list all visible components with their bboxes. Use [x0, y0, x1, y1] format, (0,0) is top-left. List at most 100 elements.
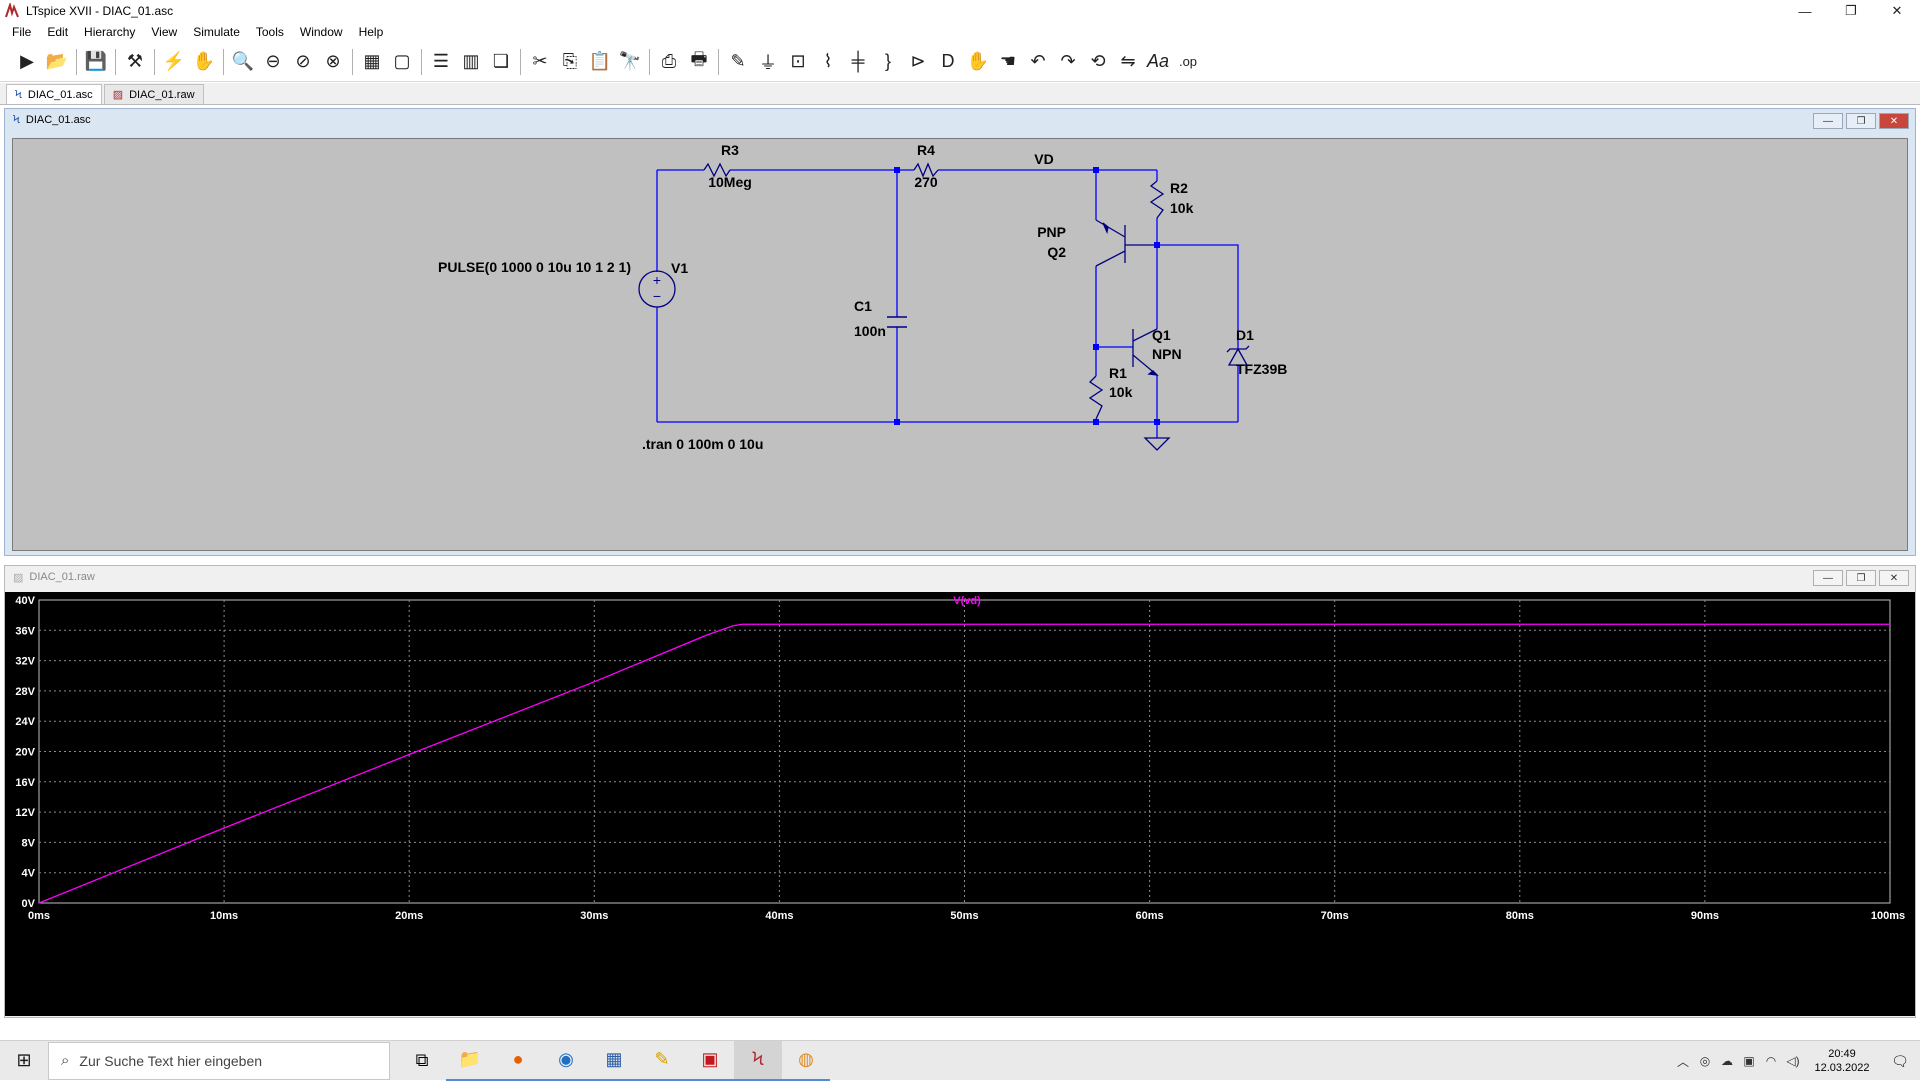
acrobat-icon[interactable]: ▣: [686, 1041, 734, 1081]
q2-type: PNP: [1037, 224, 1066, 240]
zoom-out-icon[interactable]: ⊖: [265, 51, 281, 71]
cloud-icon[interactable]: ☁: [1721, 1054, 1733, 1068]
y-tick-label: 16V: [15, 777, 35, 789]
copy-icon[interactable]: ⎘: [562, 51, 578, 71]
spice-directive-icon[interactable]: .op: [1178, 54, 1198, 69]
menu-view[interactable]: View: [151, 25, 178, 39]
notification-icon[interactable]: 🗨: [1891, 1052, 1909, 1069]
file-explorer-icon[interactable]: 📁: [446, 1041, 494, 1081]
q2-pnp-transistor[interactable]: [1095, 219, 1157, 267]
y-tick-label: 36V: [15, 625, 35, 637]
calculator-icon[interactable]: ▦: [590, 1041, 638, 1081]
diode-icon[interactable]: ⊳: [910, 51, 926, 71]
paint-icon[interactable]: ◍: [782, 1041, 830, 1081]
x-tick-label: 10ms: [210, 910, 238, 922]
text-icon[interactable]: Aa: [1146, 51, 1170, 71]
task-view-icon[interactable]: ⧉: [415, 1050, 429, 1070]
menu-window[interactable]: Window: [299, 25, 343, 39]
pan-icon[interactable]: ✋: [192, 51, 216, 71]
maximize-button[interactable]: ❐: [1845, 3, 1857, 18]
menu-tools[interactable]: Tools: [255, 25, 284, 39]
wifi-icon[interactable]: ◠: [1765, 1054, 1777, 1068]
v1-label: V1: [671, 260, 688, 276]
capacitor-icon[interactable]: ╪: [851, 51, 865, 71]
schematic-minimize-button[interactable]: —: [1813, 113, 1843, 129]
r4-value: 270: [914, 174, 938, 190]
autorange-icon[interactable]: ▦: [363, 51, 381, 71]
x-tick-label: 0ms: [28, 910, 50, 922]
webcam-icon[interactable]: ◎: [1699, 1054, 1711, 1068]
inductor-icon[interactable]: }: [884, 51, 891, 71]
taskbar-search[interactable]: ⌕ Zur Suche Text hier eingeben: [48, 1041, 390, 1080]
run-icon[interactable]: ▶: [20, 51, 34, 71]
waveform-close-button[interactable]: ✕: [1879, 570, 1909, 586]
d1-zener-diode[interactable]: [1226, 345, 1250, 366]
chevron-up-icon[interactable]: ︿: [1676, 1054, 1689, 1069]
pick-visible-traces-icon[interactable]: ⚡: [162, 51, 186, 71]
find-icon[interactable]: 🔭: [618, 51, 642, 71]
save-icon[interactable]: 💾: [84, 51, 108, 71]
mirror-icon[interactable]: ⇋: [1120, 51, 1136, 71]
menu-file[interactable]: File: [12, 25, 32, 39]
zoom-in-icon[interactable]: 🔍: [231, 51, 255, 71]
zoom-extents-icon[interactable]: ⊗: [325, 51, 341, 71]
tile-horizontal-icon[interactable]: ☰: [432, 51, 450, 71]
r1-resistor[interactable]: [1088, 375, 1104, 420]
rotate-icon[interactable]: ⟲: [1090, 51, 1106, 71]
menu-simulate[interactable]: Simulate: [193, 25, 240, 39]
clock[interactable]: 20:49 12.03.2022: [1804, 1047, 1880, 1075]
open-icon[interactable]: 📂: [45, 51, 69, 71]
tab-waveform[interactable]: ▨ DIAC_01.raw: [103, 84, 204, 104]
mark-icon[interactable]: ▢: [393, 51, 411, 71]
resistor-icon[interactable]: ⌇: [823, 51, 833, 71]
redo-icon[interactable]: ↷: [1060, 51, 1076, 71]
undo-icon[interactable]: ↶: [1030, 51, 1046, 71]
waveform-restore-button[interactable]: ❐: [1846, 570, 1876, 586]
thunderbird-icon[interactable]: ◉: [542, 1041, 590, 1081]
zoom-back-icon[interactable]: ⊘: [295, 51, 311, 71]
trace-label-vvd[interactable]: V(vd): [953, 595, 981, 607]
minimize-button[interactable]: —: [1798, 3, 1812, 19]
tile-vertical-icon[interactable]: ▥: [462, 51, 480, 71]
schematic-restore-button[interactable]: ❐: [1846, 113, 1876, 129]
draw-wire-icon[interactable]: ✎: [730, 51, 746, 71]
ltspice-icon[interactable]: Ϟ: [734, 1040, 782, 1081]
print-setup-icon[interactable]: 🖶: [690, 48, 708, 69]
firefox-icon[interactable]: ●: [494, 1041, 542, 1081]
series-line-vvd[interactable]: [38, 623, 1890, 904]
cut-icon[interactable]: ✂: [532, 51, 548, 71]
tab-schematic[interactable]: Ϟ DIAC_01.asc: [6, 84, 102, 104]
r4-resistor[interactable]: [913, 162, 939, 178]
c1-capacitor[interactable]: [887, 316, 907, 328]
tran-directive[interactable]: .tran 0 100m 0 10u: [642, 436, 763, 452]
print-icon[interactable]: ⎙: [661, 51, 677, 71]
cascade-icon[interactable]: ❏: [492, 51, 510, 71]
drag-icon[interactable]: ☚: [999, 51, 1017, 71]
ground-symbol[interactable]: [1143, 437, 1171, 451]
schematic-canvas[interactable]: + −: [12, 138, 1908, 551]
menu-edit[interactable]: Edit: [47, 25, 69, 39]
q1-npn-transistor[interactable]: [1132, 328, 1159, 376]
schematic-close-button[interactable]: ✕: [1879, 113, 1909, 129]
r2-resistor[interactable]: [1149, 180, 1165, 219]
component-icon[interactable]: D: [941, 51, 955, 71]
pen-app-icon[interactable]: ✎: [638, 1041, 686, 1081]
close-button[interactable]: ✕: [1891, 3, 1903, 18]
waveform-minimize-button[interactable]: —: [1813, 570, 1843, 586]
paste-icon[interactable]: 📋: [588, 51, 612, 71]
r3-resistor[interactable]: [703, 162, 731, 178]
label-net-icon[interactable]: ⊡: [790, 51, 806, 71]
move-icon[interactable]: ✋: [966, 51, 990, 71]
speaker-icon[interactable]: ◁): [1786, 1054, 1800, 1068]
start-button[interactable]: ⊞: [16, 1050, 32, 1070]
menu-help[interactable]: Help: [358, 25, 384, 39]
v1-voltage-source[interactable]: + −: [638, 270, 676, 308]
ground-icon[interactable]: ⏚: [759, 52, 777, 73]
update-icon[interactable]: ▣: [1743, 1054, 1755, 1068]
control-panel-icon[interactable]: ⚒: [126, 51, 144, 71]
r4-label: R4: [917, 142, 935, 158]
x-tick-label: 30ms: [580, 910, 608, 922]
menu-hierarchy[interactable]: Hierarchy: [84, 25, 136, 39]
